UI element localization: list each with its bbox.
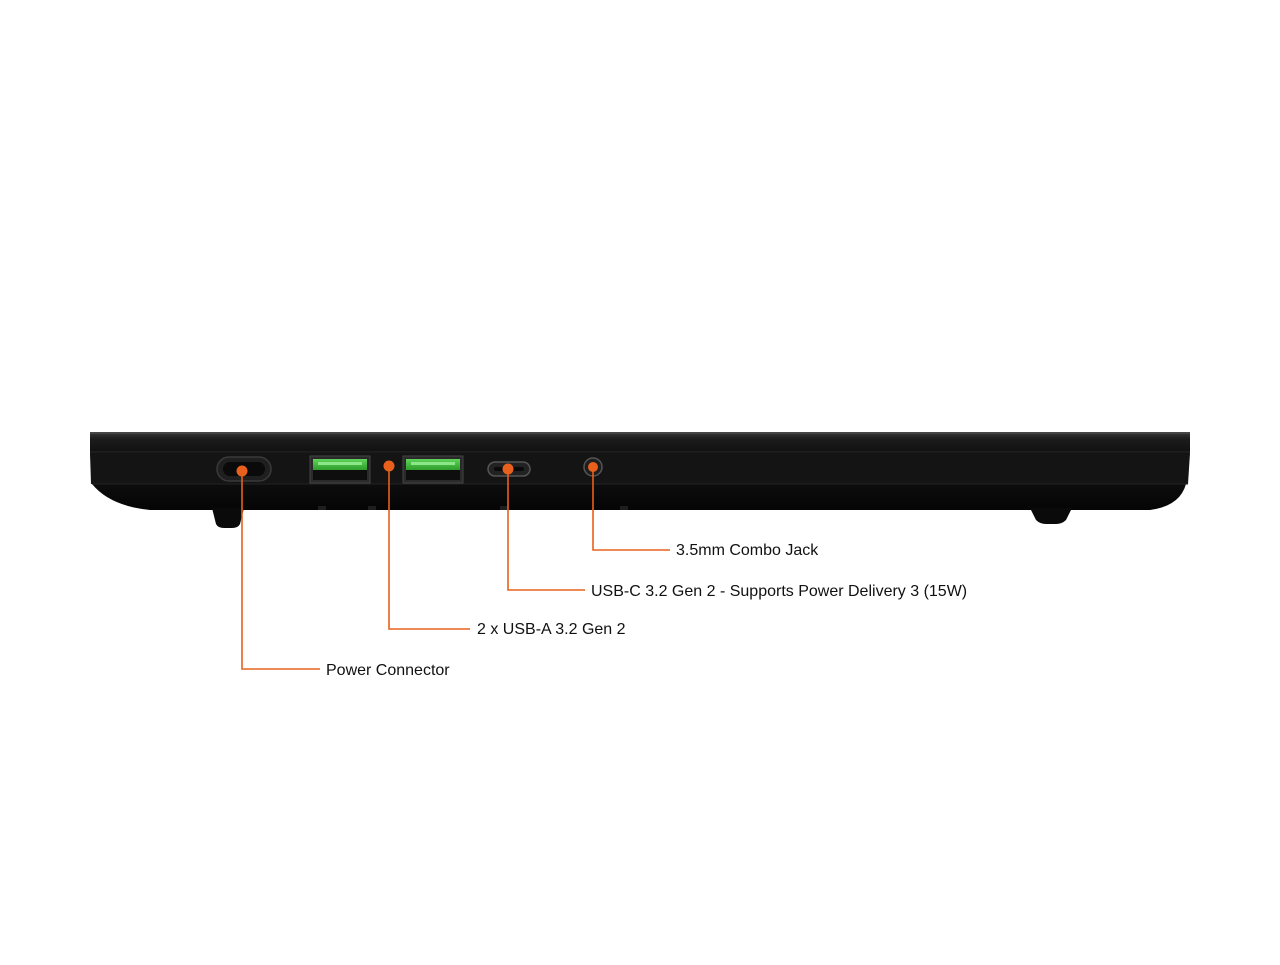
laptop-lid (90, 432, 1190, 452)
callout-label-power: Power Connector (326, 662, 450, 679)
callout-label-combo-jack: 3.5mm Combo Jack (676, 542, 819, 559)
callout-dot-power (236, 465, 248, 477)
callout-dot-combo-jack (588, 462, 598, 472)
callout-line-usb-a (388, 466, 470, 630)
callout-line-combo-jack (592, 467, 670, 551)
callout-dot-usb-c (502, 463, 514, 475)
laptop-foot-right (1030, 508, 1072, 524)
laptop-foot-left (212, 508, 244, 528)
callout-label-usb-c: USB-C 3.2 Gen 2 - Supports Power Deliver… (591, 583, 968, 600)
callout-label-usb-a: 2 x USB-A 3.2 Gen 2 (477, 621, 626, 638)
callout-lines (241, 466, 670, 670)
callout-line-usb-c (507, 469, 585, 591)
callout-line-power (241, 471, 320, 670)
usb-a-port-1 (309, 455, 371, 484)
callout-dot-usb-a (383, 460, 395, 472)
usb-a-port-2 (402, 455, 464, 484)
